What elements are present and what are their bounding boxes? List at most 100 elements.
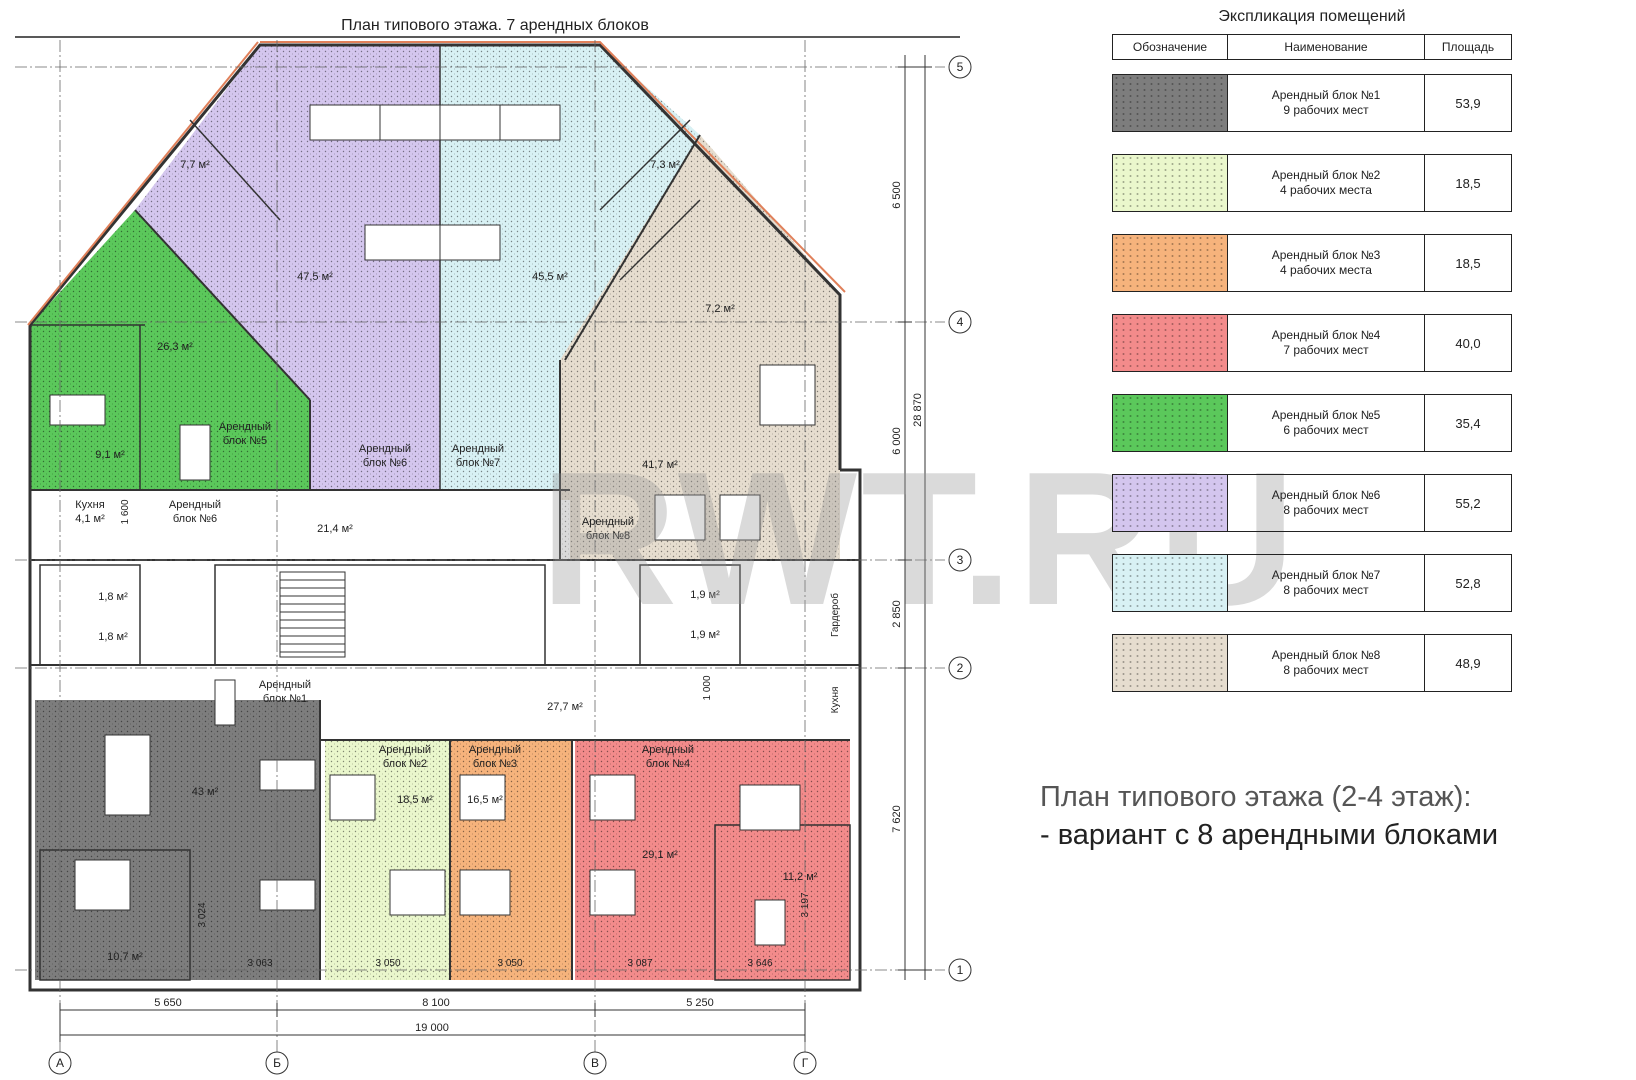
room-area-labels: 26,3 м² 9,1 м² 7,7 м² 47,5 м² 45,5 м² 7,… [75, 159, 818, 963]
explication-header: Обозначение Наименование Площадь [1112, 34, 1512, 60]
dim-bottom-total: 19 000 [415, 1022, 449, 1034]
zone-corridor-top [140, 500, 570, 560]
area-wc3: 1,9 м² [690, 589, 720, 601]
block-label-7-l2: блок №7 [456, 457, 500, 469]
block-label-7-l1: Арендный [452, 443, 504, 455]
row-desks: 9 рабочих мест [1283, 103, 1369, 117]
row-desks: 4 рабочих места [1280, 263, 1372, 277]
row-block-name: Арендный блок №7 [1271, 568, 1381, 582]
floor-plan: План типового этажа. 7 арендных блоков [15, 17, 972, 1075]
row-block-name: Арендный блок №1 [1271, 88, 1381, 102]
row-area: 52,8 [1455, 575, 1481, 591]
area-b2-main: 18,5 м² [397, 794, 433, 806]
area-b6-main: 47,5 м² [297, 271, 333, 283]
dim-bottom-2: 8 100 [422, 997, 450, 1009]
kitchen-right-label: Кухня [830, 687, 841, 714]
area-wc4: 1,9 м² [690, 629, 720, 641]
axis-label-v: В [591, 1056, 599, 1070]
dim-internal-6: 1 600 [120, 499, 131, 524]
area-b8-small2: 7,2 м² [705, 303, 735, 315]
dim-internal-2: 3 050 [375, 958, 400, 969]
block-label-6b-l2: блок №6 [173, 513, 217, 525]
color-swatch [1113, 155, 1228, 211]
row-desks: 7 рабочих мест [1283, 343, 1369, 357]
area-b8-main: 41,7 м² [642, 459, 678, 471]
block-label-5-l2: блок №5 [223, 435, 267, 447]
dim-internal-5: 3 646 [747, 958, 772, 969]
row-block-name: Арендный блок №6 [1271, 488, 1381, 502]
color-swatch [1113, 235, 1228, 291]
axis-label-2: 2 [957, 661, 964, 675]
caption-line-1: План типового этажа (2-4 этаж): [1040, 781, 1472, 813]
block-label-6a-l1: Арендный [359, 443, 411, 455]
dim-internal-9: 3 197 [800, 892, 811, 917]
axis-label-4: 4 [957, 315, 964, 329]
area-wc2: 1,8 м² [98, 631, 128, 643]
row-desks: 8 рабочих мест [1283, 583, 1369, 597]
block-label-8-l2: блок №8 [586, 530, 630, 542]
plan-title: План типового этажа. 7 арендных блоков [341, 17, 649, 34]
color-swatch [1113, 395, 1228, 451]
row-area: 55,2 [1455, 495, 1481, 511]
area-b4-small: 11,2 м² [783, 871, 818, 883]
row-block-name: Арендный блок №4 [1271, 328, 1381, 342]
block-label-3-l2: блок №3 [473, 758, 517, 770]
block-label-6b-l1: Арендный [169, 499, 221, 511]
area-b5-small: 9,1 м² [95, 449, 125, 461]
dim-right-4: 7 620 [891, 805, 903, 833]
axis-label-1: 1 [957, 963, 964, 977]
axis-label-b: Б [273, 1056, 281, 1070]
header-area: Площадь [1441, 40, 1495, 54]
row-area: 18,5 [1455, 255, 1481, 271]
dim-internal-3: 3 050 [497, 958, 522, 969]
row-area: 48,9 [1455, 655, 1481, 671]
row-area: 40,0 [1455, 335, 1481, 351]
block-labels: Арендный блок №5 Арендный блок №6 Арендн… [169, 421, 694, 770]
dimension-lines-right [898, 55, 932, 980]
grid-lines [15, 40, 945, 1060]
area-b1-main: 43 м² [192, 786, 219, 798]
area-b1-small: 10,7 м² [107, 951, 143, 963]
color-swatch [1113, 635, 1228, 691]
area-b7-main: 45,5 м² [532, 271, 568, 283]
block-label-6a-l2: блок №6 [363, 457, 407, 469]
dim-right-2: 6 000 [891, 427, 903, 455]
row-area: 53,9 [1455, 95, 1481, 111]
stairs [279, 571, 346, 658]
dimension-lines-bottom [59, 1003, 806, 1042]
block-label-2-l2: блок №2 [383, 758, 427, 770]
caption-line-2: - вариант с 8 арендными блоками [1040, 819, 1499, 851]
area-b3-main: 16,5 м² [467, 794, 503, 806]
row-block-name: Арендный блок №8 [1271, 648, 1381, 662]
header-designation: Обозначение [1113, 35, 1228, 59]
area-b5-main: 26,3 м² [157, 341, 193, 353]
color-swatch [1113, 475, 1228, 531]
row-area: 18,5 [1455, 175, 1481, 191]
row-desks: 8 рабочих мест [1283, 663, 1369, 677]
block-label-5-l1: Арендный [219, 421, 271, 433]
row-area: 35,4 [1455, 415, 1481, 431]
area-b6-small: 7,7 м² [180, 159, 210, 171]
row-desks: 4 рабочих места [1280, 183, 1372, 197]
area-corridor-bottom: 27,7 м² [547, 701, 583, 713]
kitchen-top-name: Кухня [75, 499, 104, 511]
area-corridor-top: 21,4 м² [317, 523, 353, 535]
dim-internal-4: 3 087 [627, 958, 652, 969]
desks [49, 104, 816, 946]
dim-internal-7: 1 000 [702, 675, 713, 700]
dim-internal-8: 3 024 [197, 902, 208, 927]
color-swatch [1113, 315, 1228, 371]
color-swatch [1113, 75, 1228, 131]
